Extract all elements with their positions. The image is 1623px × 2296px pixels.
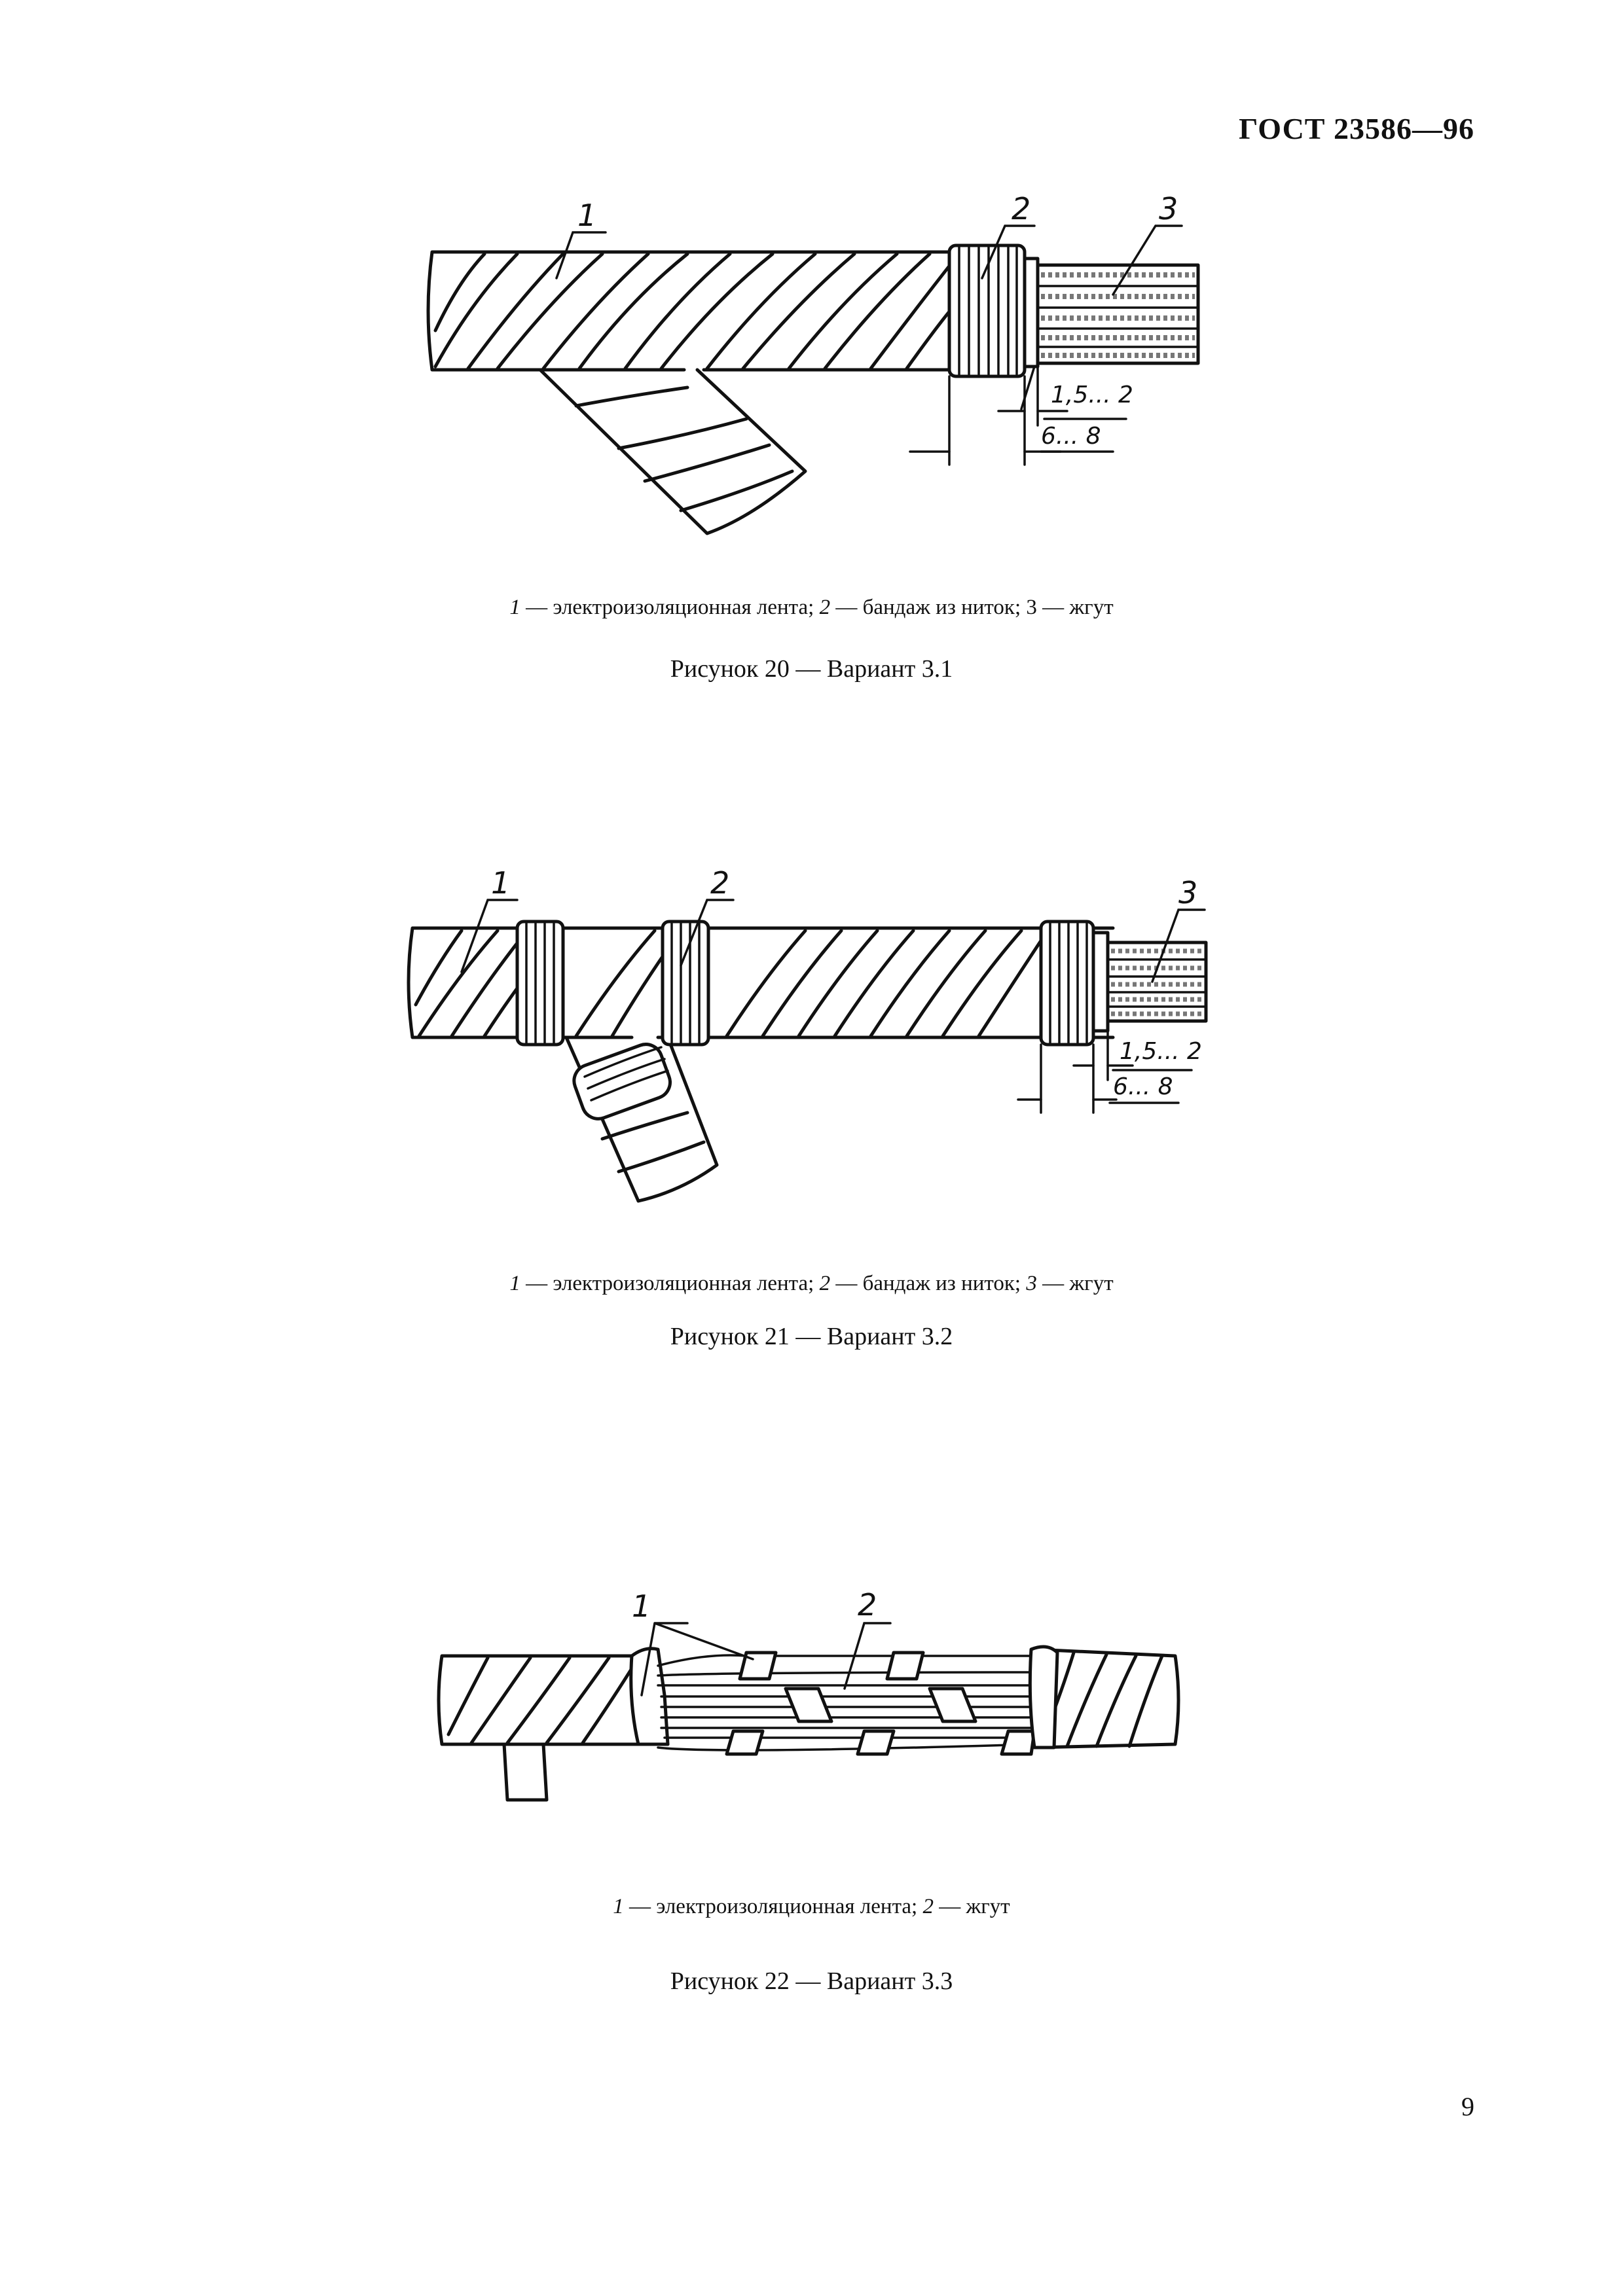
- tape-stub: [502, 1742, 549, 1802]
- legend-22: 1 — электроизоляционная лента; 2 — жгут: [613, 1895, 1010, 1918]
- harness-strands: [657, 1654, 1036, 1751]
- tape-end-2: [1028, 1645, 1059, 1749]
- label-1: 1: [577, 198, 596, 233]
- harness-wires: [1036, 263, 1200, 365]
- thread-bandage: [947, 243, 1040, 378]
- dim-large: 6... 8: [1041, 423, 1101, 450]
- leader-3: [1112, 224, 1183, 296]
- dimension-lines: [909, 362, 1127, 466]
- label-2: 2: [858, 1587, 877, 1623]
- label-1: 1: [632, 1588, 651, 1624]
- figure-20-drawing: 1 2 3 1,5... 2 6... 8: [426, 191, 1200, 535]
- tape-right: [1032, 1647, 1180, 1749]
- leader-2: [843, 1622, 892, 1690]
- label-1: 1: [491, 865, 510, 901]
- leader-1: [555, 231, 607, 279]
- tape-cross-pieces: [725, 1651, 1036, 1756]
- leader-2: [680, 899, 735, 967]
- figure-22-drawing: 1 2: [437, 1587, 1180, 1802]
- leader-1: [640, 1622, 754, 1696]
- label-3: 3: [1178, 875, 1197, 910]
- tape-branch-spirals: [574, 386, 794, 512]
- tape-left: [437, 1654, 670, 1746]
- tape-branch: [564, 1035, 719, 1203]
- dim-large: 6... 8: [1113, 1073, 1173, 1100]
- label-3: 3: [1159, 191, 1178, 226]
- page-number: 9: [1461, 2092, 1474, 2121]
- leader-2: [981, 224, 1036, 279]
- tape-end-1: [629, 1647, 670, 1746]
- thread-bandage-c: [1039, 920, 1110, 1047]
- branch-bandage: [572, 1043, 672, 1121]
- legend-20: 1 — электроизоляционная лента; 2 — банда…: [509, 596, 1114, 619]
- tape-branch: [538, 368, 807, 535]
- caption-22: Рисунок 22 — Вариант 3.3: [670, 1967, 953, 1995]
- thread-bandage-b: [661, 920, 710, 1047]
- harness-wires: [1106, 941, 1208, 1023]
- caption-21: Рисунок 21 — Вариант 3.2: [670, 1323, 953, 1350]
- figure-20: 1 2 3 1,5... 2 6... 8: [0, 0, 1623, 589]
- tape-spiral-lines: [433, 252, 955, 370]
- dimension-lines: [1017, 1020, 1193, 1114]
- dim-small: 1,5... 2: [1051, 382, 1133, 408]
- label-2: 2: [1012, 191, 1030, 226]
- leader-1: [460, 899, 519, 973]
- dim-small: 1,5... 2: [1120, 1038, 1202, 1065]
- figure-22: 1 2: [0, 1558, 1623, 1833]
- tape-wrapped-bundle: [426, 250, 955, 372]
- tape-spiral-lines: [414, 929, 1049, 1038]
- document-code: ГОСТ 23586—96: [1239, 112, 1474, 145]
- legend-21: 1 — электроизоляционная лента; 2 — банда…: [509, 1272, 1114, 1295]
- label-2: 2: [710, 865, 729, 901]
- thread-bandage-a: [515, 920, 565, 1047]
- figure-21-drawing: 1 2 3 1,5... 2 6... 8: [407, 865, 1208, 1203]
- leader-3: [1151, 908, 1206, 983]
- caption-20: Рисунок 20 — Вариант 3.1: [670, 655, 953, 683]
- figure-21: 1 2 3 1,5... 2 6... 8: [0, 851, 1623, 1309]
